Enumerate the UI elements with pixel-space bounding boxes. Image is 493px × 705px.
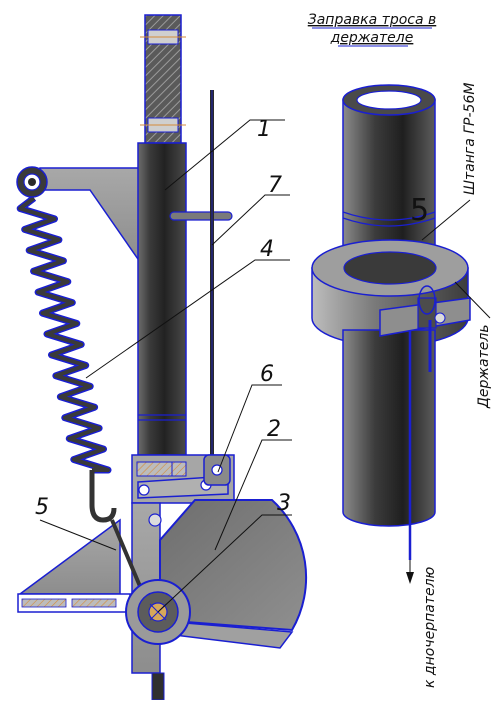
bracket-plate-bottom [17, 518, 131, 613]
bottom-shaft [151, 672, 165, 701]
shank-bolt [148, 513, 162, 527]
cable-clamp [203, 454, 231, 486]
cross-pin [169, 211, 233, 221]
callout-7: 7 [268, 173, 282, 198]
callout-1: 1 [257, 117, 271, 142]
main-pipe [137, 142, 187, 456]
leaders-left [39, 119, 292, 613]
title-line-2: держателе [330, 30, 414, 46]
leaders-right [421, 199, 491, 319]
spring-coil [18, 196, 110, 472]
right-pipe-number: 5 [410, 193, 429, 228]
bracket-plate-top [39, 167, 141, 265]
callout-6: 6 [260, 362, 274, 387]
title-line-1: Заправка троса в [308, 12, 437, 28]
right-cable [406, 320, 432, 584]
callout-4: 4 [260, 237, 274, 262]
spring [16, 195, 112, 474]
right-pipe-lower [342, 329, 436, 527]
spring-top-eye [16, 166, 48, 198]
label-scoop: к дночерпателю [422, 566, 438, 688]
spring-hook [89, 470, 117, 523]
callout-5: 5 [35, 495, 49, 520]
callout-3: 3 [277, 491, 291, 516]
rod-top-block [140, 14, 186, 144]
label-rod: Штанга ГР-56М [462, 83, 478, 195]
callout-2: 2 [267, 417, 281, 442]
label-holder: Держатель [476, 324, 492, 409]
